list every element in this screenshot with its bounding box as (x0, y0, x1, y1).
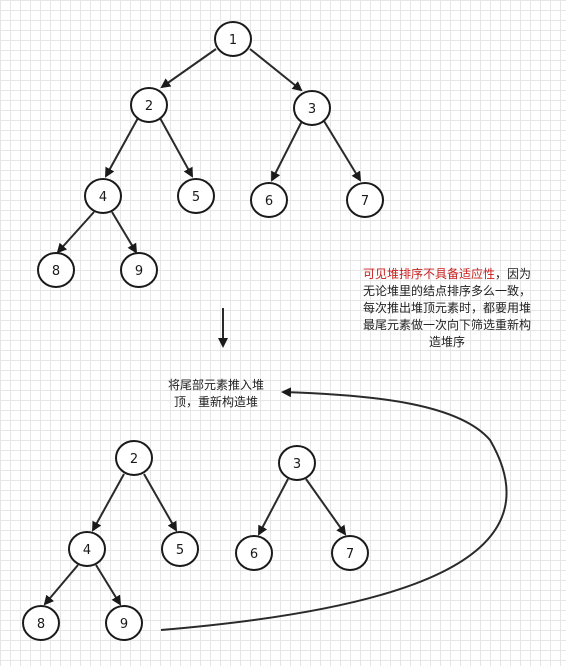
node-label: 6 (250, 547, 258, 562)
node-label: 4 (83, 543, 91, 558)
node-top-4: 4 (84, 178, 122, 214)
note-rebuild-line2: 顶，重新构造堆 (173, 395, 258, 409)
node-label: 9 (135, 264, 143, 279)
edge-b-4-9 (95, 564, 122, 606)
node-bottom-6: 6 (235, 535, 273, 571)
node-top-3: 3 (293, 90, 331, 126)
node-top-8: 8 (37, 252, 75, 288)
edge-b-2-5 (143, 473, 177, 532)
node-top-1: 1 (214, 21, 252, 57)
edge-4-8 (56, 211, 95, 254)
node-label: 2 (145, 99, 153, 114)
node-label: 8 (52, 264, 60, 279)
node-bottom-8: 8 (22, 605, 60, 641)
edge-b-3-6 (258, 478, 289, 536)
node-bottom-7: 7 (331, 535, 369, 571)
node-bottom-9: 9 (105, 605, 143, 641)
edge-1-2 (160, 48, 217, 89)
node-label: 5 (176, 543, 184, 558)
edge-b-3-7 (305, 478, 347, 536)
node-label: 7 (361, 194, 369, 209)
node-label: 3 (293, 457, 301, 472)
node-label: 8 (37, 617, 45, 632)
node-label: 6 (265, 194, 273, 209)
node-bottom-4: 4 (68, 531, 106, 567)
node-label: 5 (192, 190, 200, 205)
edge-b-4-8 (43, 564, 79, 606)
edge-1-3 (249, 48, 303, 92)
edge-2-5 (159, 117, 193, 178)
node-label: 1 (229, 33, 237, 48)
note-adaptivity: 可见堆排序不具备适应性，因为无论堆里的结点排序多么一致，每次推出堆顶元素时，都要… (358, 266, 536, 351)
node-top-2: 2 (130, 87, 168, 123)
curved-arrow (160, 387, 508, 631)
node-label: 4 (99, 190, 107, 205)
node-label: 7 (346, 547, 354, 562)
node-bottom-5: 5 (161, 531, 199, 567)
note-rebuild-line1: 将尾部元素推入堆 (167, 378, 264, 392)
edge-3-7 (323, 120, 362, 182)
node-label: 9 (120, 617, 128, 632)
note-rest: ，因为无论堆里的结点排序多么一致，每次推出堆顶元素时，都要用堆最尾元素做一次向下… (362, 267, 532, 349)
edge-2-4 (105, 117, 139, 178)
node-top-6: 6 (250, 182, 288, 218)
node-bottom-3: 3 (278, 445, 316, 481)
note-highlight: 可见堆排序不具备适应性 (362, 267, 495, 281)
node-top-7: 7 (346, 182, 384, 218)
edge-4-9 (111, 211, 138, 254)
node-bottom-2: 2 (115, 440, 153, 476)
note-rebuild-heap: 将尾部元素推入堆 顶，重新构造堆 (160, 377, 272, 411)
edge-b-2-4 (92, 473, 125, 532)
node-top-5: 5 (177, 178, 215, 214)
edge-3-6 (271, 120, 303, 182)
node-label: 2 (130, 452, 138, 467)
node-top-9: 9 (120, 252, 158, 288)
node-label: 3 (308, 102, 316, 117)
